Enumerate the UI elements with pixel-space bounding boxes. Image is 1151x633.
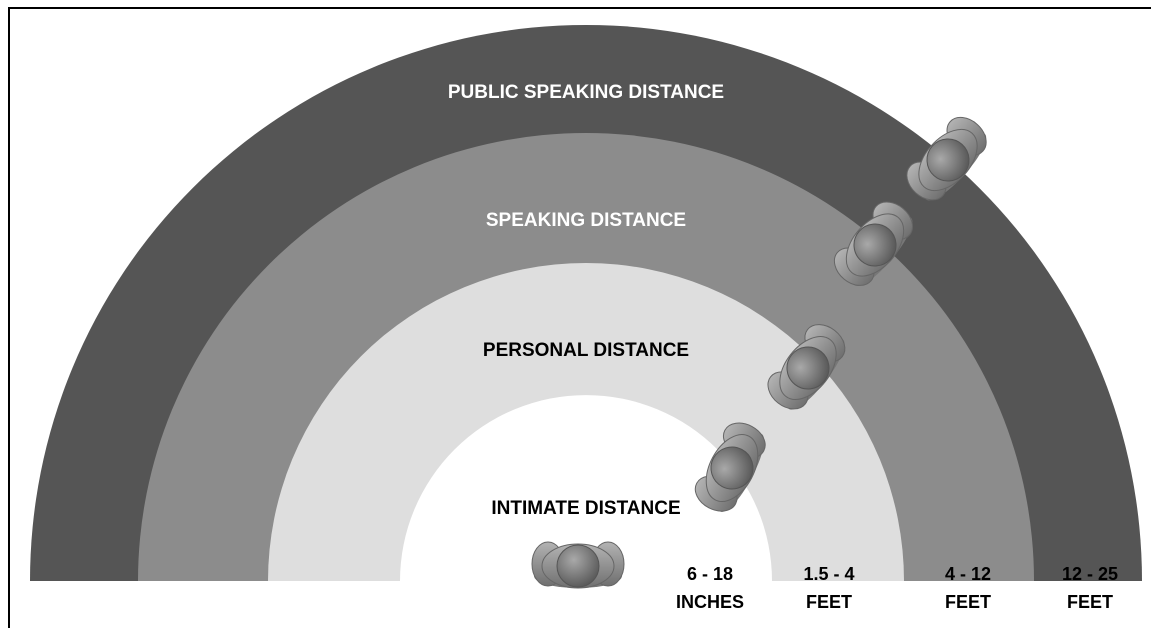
person-center-icon <box>531 541 625 589</box>
intimate-distance-label: INTIMATE DISTANCE <box>491 498 680 519</box>
public-distance-label: PUBLIC SPEAKING DISTANCE <box>448 82 724 103</box>
intimate-distance-band <box>400 395 772 581</box>
public-range-value: 12 - 25 <box>1062 564 1118 584</box>
intimate-range-unit: INCHES <box>676 592 744 612</box>
intimate-range-value: 6 - 18 <box>687 564 733 584</box>
speaking-distance-label: SPEAKING DISTANCE <box>486 210 686 231</box>
personal-range-value: 1.5 - 4 <box>803 564 854 584</box>
speaking-range-unit: FEET <box>945 592 991 612</box>
speaking-range-value: 4 - 12 <box>945 564 991 584</box>
public-range-unit: FEET <box>1067 592 1113 612</box>
personal-range-unit: FEET <box>806 592 852 612</box>
personal-distance-label: PERSONAL DISTANCE <box>483 340 689 361</box>
